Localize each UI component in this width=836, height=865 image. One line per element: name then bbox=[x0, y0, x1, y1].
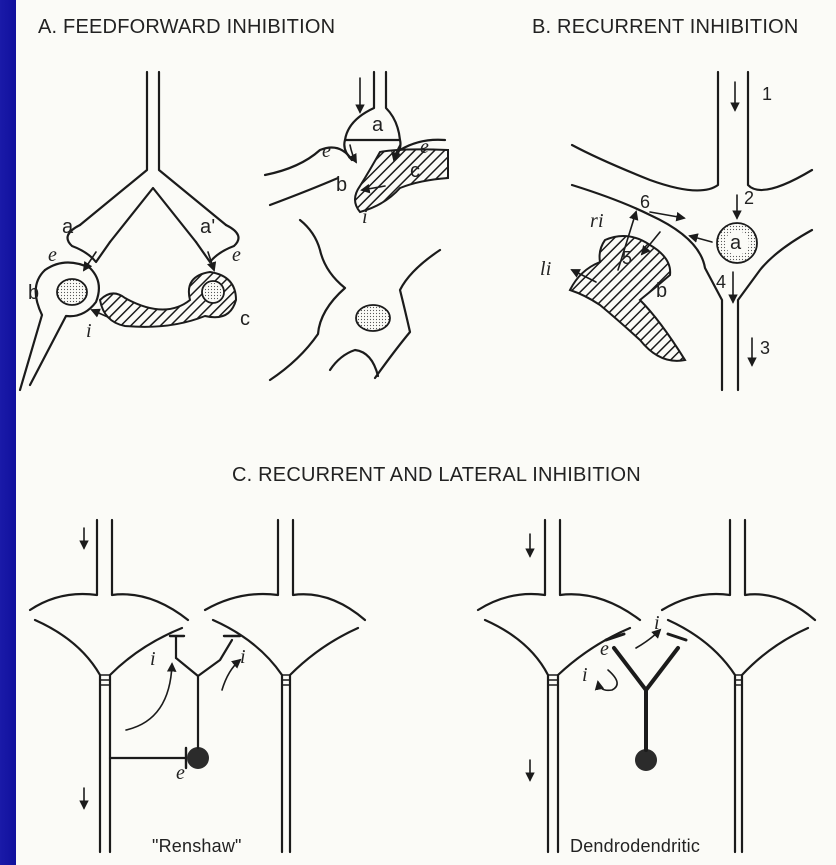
label-i-c1: i bbox=[150, 648, 156, 671]
lower-cell-nucleus bbox=[356, 305, 390, 331]
label-2: 2 bbox=[744, 188, 754, 209]
label-a-prime: a' bbox=[200, 216, 215, 239]
cell-b-nucleus bbox=[57, 279, 87, 305]
label-e-c: e bbox=[176, 762, 185, 785]
renshaw-cell-body bbox=[187, 747, 209, 769]
label-a: a bbox=[62, 216, 73, 239]
label-b-right: b bbox=[336, 174, 347, 197]
label-ri: ri bbox=[590, 210, 604, 233]
label-b-interneuron: b bbox=[656, 280, 667, 303]
granule-cell-body bbox=[635, 749, 657, 771]
interneuron-c-right bbox=[355, 149, 448, 212]
label-i-d1: i bbox=[654, 612, 660, 635]
label-i: i bbox=[86, 320, 92, 343]
label-a-right: a bbox=[372, 114, 383, 137]
label-e-left: e bbox=[48, 244, 57, 267]
label-b: b bbox=[28, 282, 39, 305]
panel-c-left-diagram bbox=[30, 520, 365, 852]
label-e-right-2: e bbox=[420, 136, 429, 159]
label-1: 1 bbox=[762, 84, 772, 105]
label-li: li bbox=[540, 258, 552, 281]
label-c: c bbox=[240, 308, 250, 331]
label-i-right: i bbox=[362, 206, 368, 229]
panel-a-title: A. FEEDFORWARD INHIBITION bbox=[38, 16, 335, 39]
label-e-d: e bbox=[600, 638, 609, 661]
label-a-soma: a bbox=[730, 232, 741, 255]
panel-a-right-diagram bbox=[265, 72, 448, 380]
label-i-c2: i bbox=[240, 646, 246, 669]
panel-c-title: C. RECURRENT AND LATERAL INHIBITION bbox=[232, 464, 641, 487]
panel-b-title: B. RECURRENT INHIBITION bbox=[532, 16, 798, 39]
label-i-d2: i bbox=[582, 664, 588, 687]
panel-c-right-diagram bbox=[478, 520, 815, 852]
label-5: 5 bbox=[622, 248, 632, 269]
label-4: 4 bbox=[716, 272, 726, 293]
caption-dendrodendritic: Dendrodendritic bbox=[570, 836, 700, 857]
label-e-right: e bbox=[232, 244, 241, 267]
label-c-right: c bbox=[410, 160, 420, 183]
label-e-right-1: e bbox=[322, 140, 331, 163]
panel-b-diagram bbox=[570, 72, 812, 390]
label-6: 6 bbox=[640, 192, 650, 213]
caption-renshaw: "Renshaw" bbox=[152, 836, 242, 857]
label-3: 3 bbox=[760, 338, 770, 359]
